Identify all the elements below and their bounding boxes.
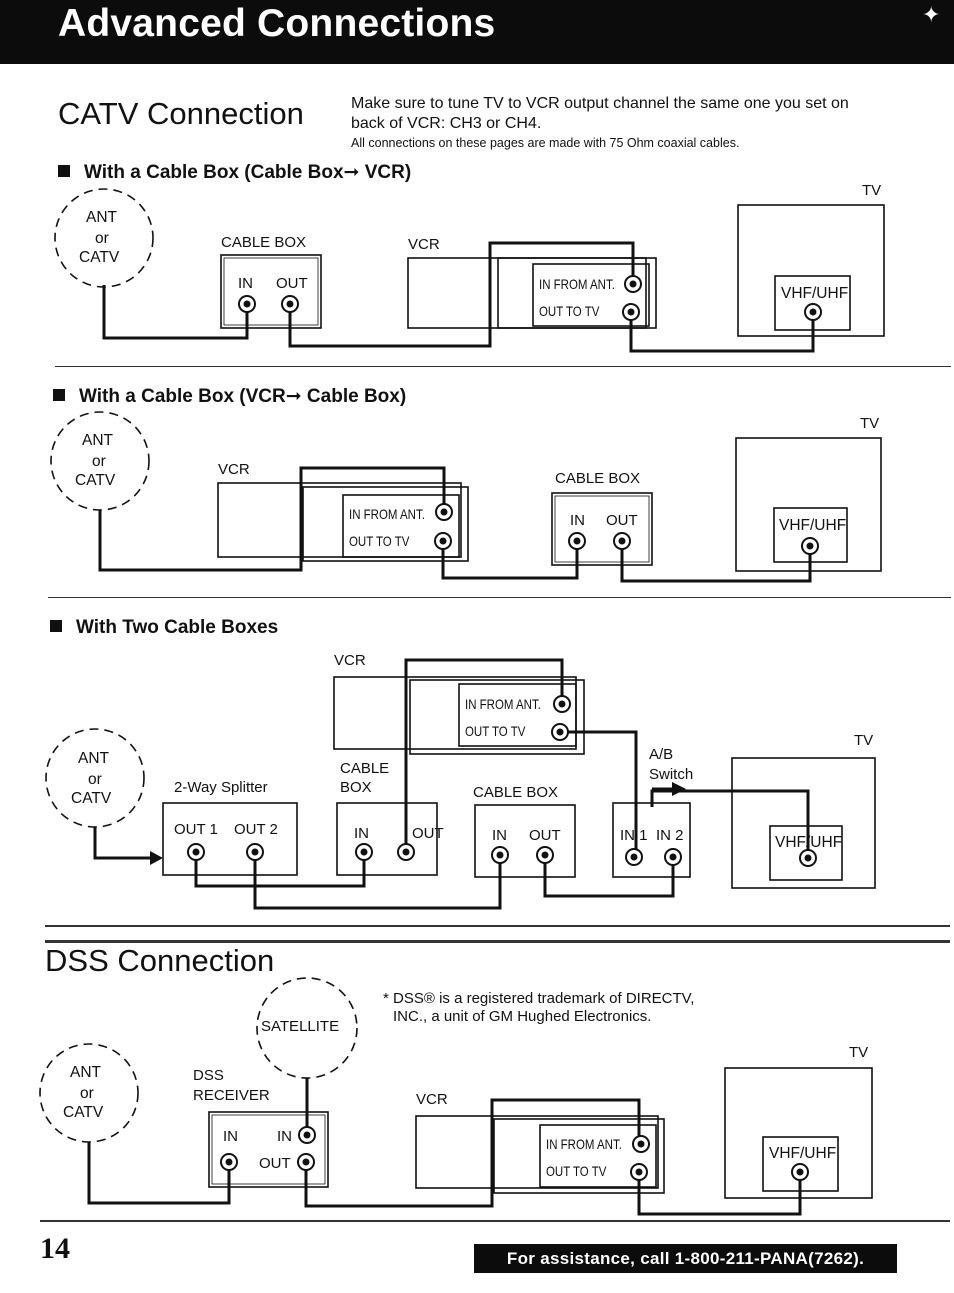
page-title: Advanced Connections [58, 2, 496, 45]
out-label: OUT [606, 512, 638, 529]
vcr-terminal-panel [539, 1124, 657, 1188]
cable-box-label: CABLE BOX [555, 470, 641, 487]
vcr-box [407, 257, 647, 329]
divider [40, 1220, 950, 1222]
box-label: BOX [340, 779, 372, 796]
tv-terminal-panel [769, 825, 843, 881]
page-header: Advanced Connections ✦ [0, 0, 954, 64]
catv-label: CATV [63, 1104, 104, 1121]
cable-box-label: CABLE BOX [221, 234, 307, 251]
catv-label: CATV [71, 790, 112, 807]
decoration-icon: ✦ [922, 2, 941, 27]
in-label: IN [492, 827, 507, 844]
in2-label: IN 2 [656, 827, 684, 844]
page-number: 14 [40, 1232, 70, 1265]
vcr-box [217, 482, 462, 558]
ant-label: ANT [86, 209, 117, 226]
vhf-uhf-label: VHF/UHF [769, 1145, 837, 1162]
tv-label: TV [862, 182, 882, 199]
splitter-label: 2-Way Splitter [174, 779, 268, 796]
in-label: IN [238, 275, 253, 292]
vcr-label: VCR [218, 461, 250, 478]
in-from-ant-label: IN FROM ANT. [465, 696, 541, 712]
tv-box [731, 757, 876, 889]
dss-receiver-box [208, 1111, 329, 1188]
in-label: IN [354, 825, 369, 842]
cable-box-label: CABLE BOX [473, 784, 559, 801]
vcr-terminal-panel [532, 263, 650, 327]
out-label: OUT [412, 825, 444, 842]
out1-label: OUT 1 [174, 821, 218, 838]
out-label: OUT [276, 275, 308, 292]
in-from-ant-label: IN FROM ANT. [349, 506, 425, 522]
subsection-cablebox-vcr: With a Cable Box (Cable Box➞ VCR) [58, 161, 411, 184]
divider [45, 940, 950, 943]
catv-note-line2: back of VCR: CH3 or CH4. [351, 115, 542, 132]
dss-section-title: DSS Connection [45, 943, 275, 978]
out-to-tv-label: OUT TO TV [465, 723, 526, 739]
catv-label: CATV [79, 249, 120, 266]
ant-label: ANT [70, 1064, 101, 1081]
vhf-uhf-label: VHF/UHF [779, 517, 847, 534]
vhf-uhf-label: VHF/UHF [775, 834, 843, 851]
catv-section-title: CATV Connection [58, 96, 304, 131]
vcr-terminal-panel [458, 683, 577, 747]
out-to-tv-label: OUT TO TV [349, 533, 410, 549]
cable-box-2 [474, 804, 576, 878]
in-from-ant-label: IN FROM ANT. [546, 1136, 622, 1152]
ant-label: ANT [78, 750, 109, 767]
out-label: OUT [259, 1155, 291, 1172]
or-label: or [92, 453, 106, 470]
out2-label: OUT 2 [234, 821, 278, 838]
or-label: or [95, 230, 109, 247]
receiver-label: RECEIVER [193, 1087, 270, 1104]
vcr-label: VCR [334, 652, 366, 669]
cable-label: CABLE [340, 760, 390, 777]
vhf-uhf-label: VHF/UHF [781, 285, 849, 302]
trademark-line1: * DSS® is a registered trademark of DIRE… [383, 990, 695, 1007]
divider [45, 925, 950, 927]
in1-label: IN 1 [620, 827, 648, 844]
cable-box [220, 254, 322, 329]
tv-label: TV [860, 415, 880, 432]
out-label: OUT [529, 827, 561, 844]
splitter-box [162, 802, 298, 876]
coax-note: All connections on these pages are made … [351, 136, 740, 150]
satellite-label: SATELLITE [261, 1018, 340, 1035]
assistance-banner: For assistance, call 1-800-211-PANA(7262… [474, 1244, 897, 1273]
subsection-two-cable-boxes: With Two Cable Boxes [50, 617, 278, 639]
dss-label: DSS [193, 1067, 224, 1084]
divider [48, 597, 951, 598]
in-from-ant-label: IN FROM ANT. [539, 276, 615, 292]
vcr-label: VCR [408, 236, 440, 253]
in-label: IN [223, 1128, 238, 1145]
catv-label: CATV [75, 472, 116, 489]
subsection-vcr-cablebox: With a Cable Box (VCR➞ Cable Box) [53, 385, 406, 408]
or-label: or [80, 1085, 94, 1102]
or-label: or [88, 771, 102, 788]
vcr-terminal-panel [342, 494, 460, 558]
ant-label: ANT [82, 432, 113, 449]
divider [55, 366, 951, 367]
in-label: IN [570, 512, 585, 529]
tv-label: TV [849, 1044, 869, 1061]
tv-box [737, 204, 885, 337]
vcr-box [333, 676, 577, 750]
in-label: IN [277, 1128, 292, 1145]
ab-label: A/B [649, 746, 674, 763]
switch-label: Switch [649, 766, 694, 783]
tv-label: TV [854, 732, 874, 749]
vcr-label: VCR [416, 1091, 448, 1108]
out-to-tv-label: OUT TO TV [546, 1163, 607, 1179]
vcr-box [415, 1115, 659, 1189]
trademark-line2: INC., a unit of GM Hughed Electronics. [393, 1008, 652, 1025]
cable-box [551, 492, 653, 566]
cable-box-1 [336, 802, 438, 876]
catv-note-line1: Make sure to tune TV to VCR output chann… [351, 95, 849, 112]
out-to-tv-label: OUT TO TV [539, 303, 600, 319]
